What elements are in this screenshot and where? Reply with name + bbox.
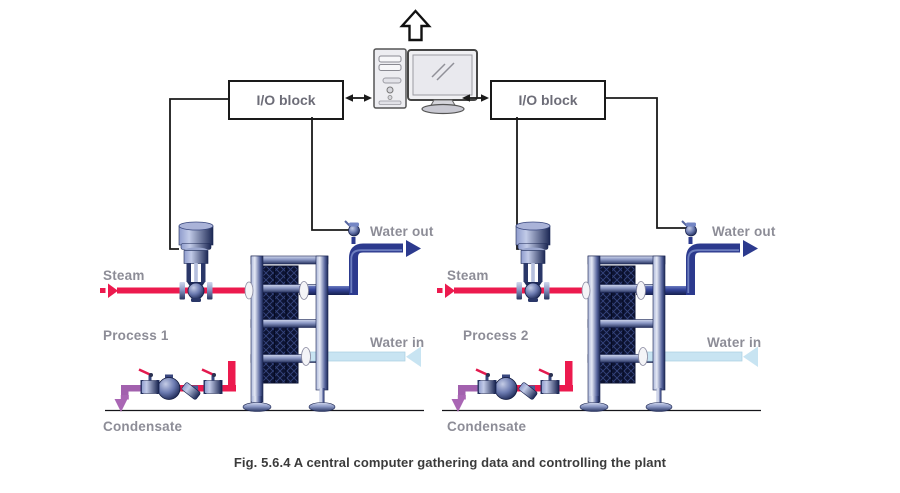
figure-caption: Fig. 5.6.4 A central computer gathering … (233, 455, 667, 470)
process-1-diagram (100, 221, 424, 412)
process-2-label: Process 2 (463, 328, 529, 343)
process-1-label: Process 1 (103, 328, 169, 343)
water-in-label-1: Water in (370, 335, 425, 350)
wire-io-left-to-sensor-1 (311, 117, 349, 231)
data-link-arrows (345, 94, 489, 102)
condensate-label-2: Condensate (447, 419, 527, 434)
steam-label-1: Steam (103, 268, 145, 283)
wire-io-left-to-valve-1 (169, 98, 228, 250)
steam-label-2: Steam (447, 268, 489, 283)
io-block-left-label: I/O block (256, 92, 316, 108)
desktop-computer-icon (373, 48, 478, 115)
up-arrow-icon (399, 9, 432, 42)
process-2-diagram (437, 221, 761, 412)
water-out-label-1: Water out (370, 224, 434, 239)
water-in-label-2: Water in (707, 335, 762, 350)
signal-wires (169, 97, 687, 250)
water-out-label-2: Water out (712, 224, 776, 239)
condensate-label-1: Condensate (103, 419, 183, 434)
io-block-left: I/O block (228, 80, 344, 120)
wire-io-right-to-sensor-2 (604, 97, 687, 229)
io-block-right-label: I/O block (518, 92, 578, 108)
io-block-right: I/O block (490, 80, 606, 120)
